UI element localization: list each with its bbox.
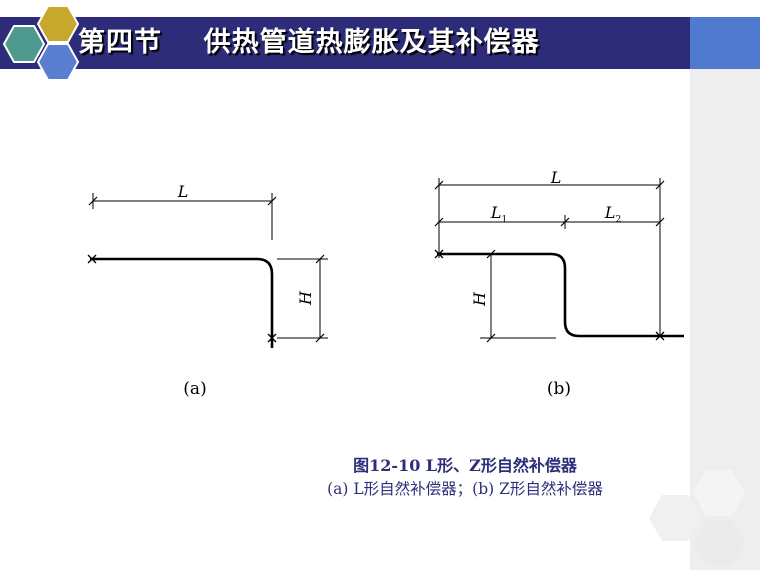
fig-a-caption: (a) — [183, 379, 206, 399]
slide-title: 第四节 供热管道热膨胀及其补偿器 — [78, 27, 540, 58]
fig-b-caption: (b) — [547, 379, 571, 399]
title-bar — [0, 17, 690, 69]
fig-b-label-L1: L1 — [490, 203, 507, 225]
figure-caption-subtitle: (a) L形自然补偿器；(b) Z形自然补偿器 — [327, 480, 603, 498]
fig-b-pipe — [437, 252, 684, 338]
figure-b-diagram: L L1 L2 H (b) — [434, 168, 684, 399]
fig-a-label-L: L — [177, 182, 189, 201]
fig-b-label-H: H — [470, 291, 489, 307]
figure-caption-title: 图12-10 L形、Z形自然补偿器 — [353, 456, 577, 475]
fig-b-label-L2: L2 — [604, 203, 621, 225]
fig-b-label-L: L — [550, 168, 562, 187]
figure-a-diagram: L H (a) — [87, 182, 328, 399]
fig-a-pipe — [90, 257, 274, 348]
decorative-hexagons-icon — [649, 470, 745, 566]
hexagon-logo-icon — [2, 5, 80, 81]
fig-a-label-H: H — [296, 290, 315, 306]
title-bar-accent — [690, 17, 760, 69]
